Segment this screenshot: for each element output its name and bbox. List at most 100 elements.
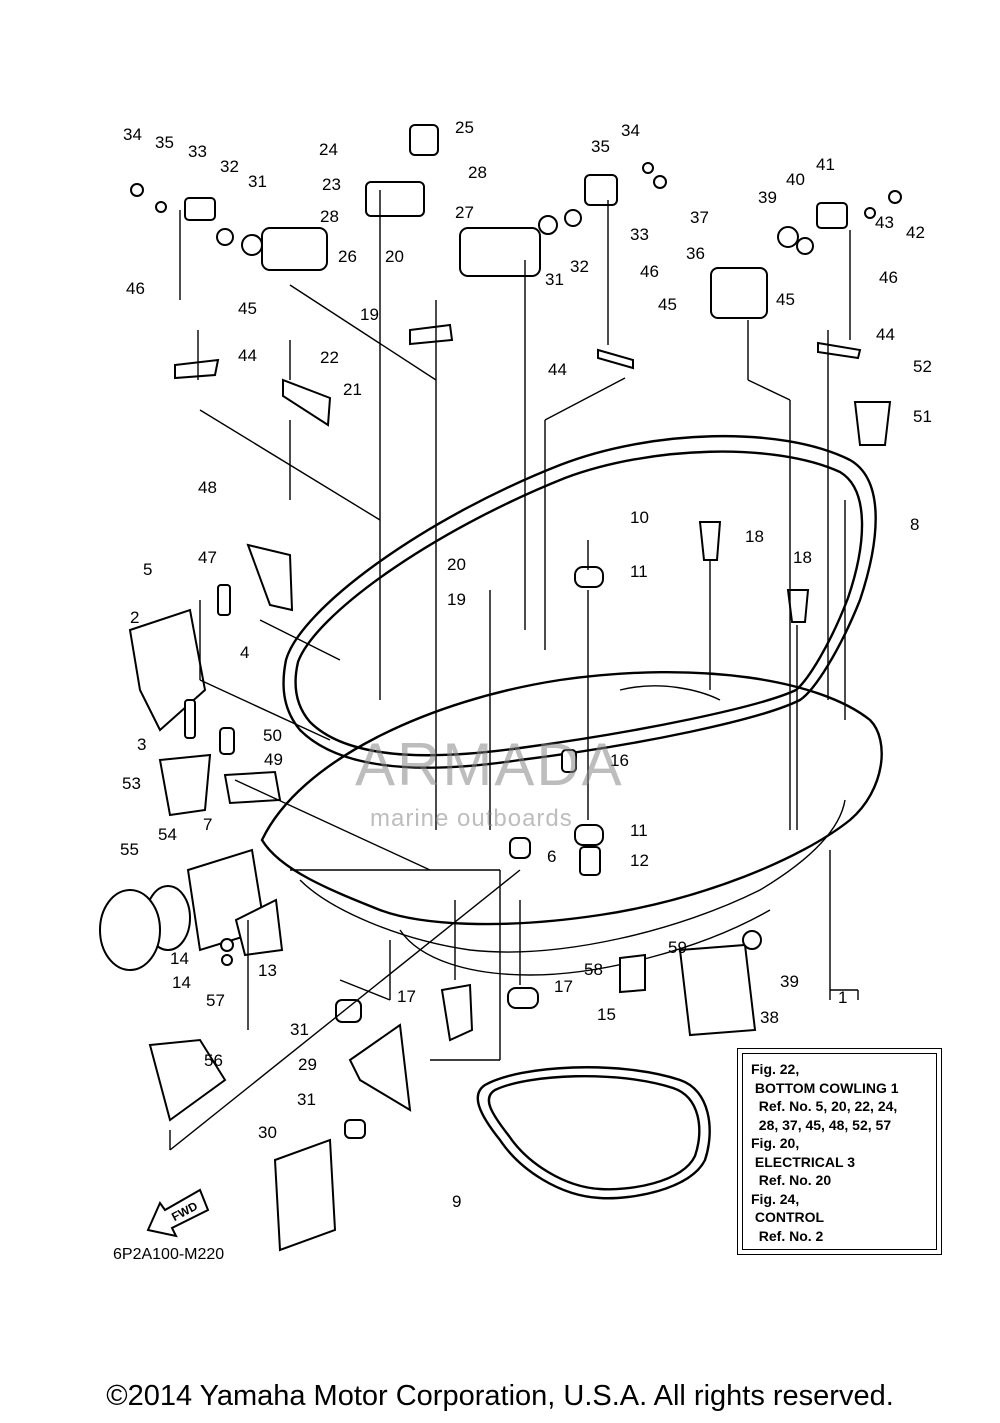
callout-number: 32 xyxy=(570,257,589,276)
callout-number: 3 xyxy=(137,735,146,754)
callout-number: 29 xyxy=(298,1055,317,1074)
callout-number: 17 xyxy=(554,977,573,996)
reference-box: Fig. 22, BOTTOM COWLING 1 Ref. No. 5, 20… xyxy=(737,1048,942,1255)
callout-number: 25 xyxy=(455,118,474,137)
callout-number: 58 xyxy=(584,960,603,979)
callout-number: 15 xyxy=(597,1005,616,1024)
callout-number: 39 xyxy=(758,188,777,207)
reference-line: Ref. No. 5, 20, 22, 24, xyxy=(751,1098,898,1114)
callout-number: 13 xyxy=(258,961,277,980)
reference-line: BOTTOM COWLING 1 xyxy=(751,1079,899,1096)
callout-number: 4 xyxy=(240,643,249,662)
callout-number: 51 xyxy=(913,407,932,426)
callout-number: 24 xyxy=(319,140,338,159)
reference-line: Fig. 22, xyxy=(751,1061,800,1077)
callout-number: 14 xyxy=(170,949,189,968)
callout-number: 11 xyxy=(630,562,648,581)
callout-number: 35 xyxy=(591,137,610,156)
callout-number: 52 xyxy=(913,357,932,376)
reference-line: ELECTRICAL 3 xyxy=(751,1153,855,1170)
watermark: ARMADA xyxy=(355,731,624,798)
callout-number: 46 xyxy=(640,262,659,281)
callout-number: 57 xyxy=(206,991,225,1010)
callout-number: 46 xyxy=(879,268,898,287)
callout-number: 17 xyxy=(397,987,416,1006)
callout-number: 27 xyxy=(455,203,474,222)
callout-number: 26 xyxy=(338,247,357,266)
callout-number: 31 xyxy=(290,1020,309,1039)
gasket xyxy=(476,1066,711,1200)
callout-number: 22 xyxy=(320,348,339,367)
callout-number: 37 xyxy=(690,208,709,227)
callout-number: 36 xyxy=(686,244,705,263)
watermark-subtitle: marine outboards xyxy=(370,805,573,832)
callout-number: 59 xyxy=(668,938,687,957)
callout-number: 44 xyxy=(548,360,567,379)
callout-number: 34 xyxy=(621,121,640,140)
callout-number: 43 xyxy=(875,213,894,232)
callout-number: 31 xyxy=(545,270,564,289)
callout-number: 21 xyxy=(343,380,362,399)
callout-number: 28 xyxy=(320,207,339,226)
callout-number: 18 xyxy=(745,527,764,546)
reference-line: 28, 37, 45, 48, 52, 57 xyxy=(751,1116,892,1133)
callout-number: 32 xyxy=(220,157,239,176)
callout-number: 44 xyxy=(238,346,257,365)
callout-number: 44 xyxy=(876,325,895,344)
callout-number: 55 xyxy=(120,840,139,859)
callout-number: 7 xyxy=(203,815,212,834)
callout-number: 49 xyxy=(264,750,283,769)
callout-number: 33 xyxy=(188,142,207,161)
callout-number: 53 xyxy=(122,774,141,793)
callout-number: 40 xyxy=(786,170,805,189)
callout-number: 19 xyxy=(447,590,466,609)
callout-number: 9 xyxy=(452,1192,461,1211)
reference-line: Ref. No. 20 xyxy=(751,1172,832,1188)
callout-number: 14 xyxy=(172,973,191,992)
reference-line: Fig. 24, xyxy=(751,1190,800,1207)
callout-number: 5 xyxy=(143,560,152,579)
callout-number: 50 xyxy=(263,726,282,745)
callout-number: 46 xyxy=(126,279,145,298)
fwd-arrow-icon: FWD xyxy=(146,1188,210,1238)
callout-number: 48 xyxy=(198,478,217,497)
callout-number: 16 xyxy=(610,751,629,770)
callout-number: 10 xyxy=(630,508,649,527)
callout-number: 19 xyxy=(360,305,379,324)
reference-line: CONTROL xyxy=(751,1209,825,1225)
callout-number: 34 xyxy=(123,125,142,144)
callout-number: 31 xyxy=(297,1090,316,1109)
reference-line: Fig. 20, xyxy=(751,1135,800,1151)
callout-number: 28 xyxy=(468,163,487,182)
callout-number: 33 xyxy=(630,225,649,244)
reference-box-inner: Fig. 22, BOTTOM COWLING 1 Ref. No. 5, 20… xyxy=(742,1053,937,1250)
callout-number: 20 xyxy=(447,555,466,574)
callout-number: 42 xyxy=(906,223,925,242)
callout-number: 41 xyxy=(816,155,835,174)
callout-number: 39 xyxy=(780,972,799,991)
callout-number: 45 xyxy=(238,299,257,318)
callout-number: 2 xyxy=(130,608,139,627)
callout-number: 45 xyxy=(776,290,795,309)
callout-number: 38 xyxy=(760,1008,779,1027)
callout-number: 8 xyxy=(910,515,919,534)
callout-number: 47 xyxy=(198,548,217,567)
callout-number: 11 xyxy=(630,821,648,840)
callout-number: 6 xyxy=(547,847,556,866)
small-parts xyxy=(99,124,902,1252)
callout-number: 31 xyxy=(248,172,267,191)
diagram-code: 6P2A100-M220 xyxy=(113,1246,225,1263)
callout-number: 23 xyxy=(322,175,341,194)
callout-number: 56 xyxy=(204,1051,223,1070)
callout-number: 12 xyxy=(630,851,649,870)
callout-number: 18 xyxy=(793,548,812,567)
callout-number: 54 xyxy=(158,825,177,844)
callout-number: 30 xyxy=(258,1123,277,1142)
bottom-cowling xyxy=(260,434,883,976)
callout-number: 45 xyxy=(658,295,677,314)
callout-number: 1 xyxy=(838,988,847,1007)
reference-line: Ref. No. 2 xyxy=(751,1227,824,1244)
callout-number: 20 xyxy=(385,247,404,266)
